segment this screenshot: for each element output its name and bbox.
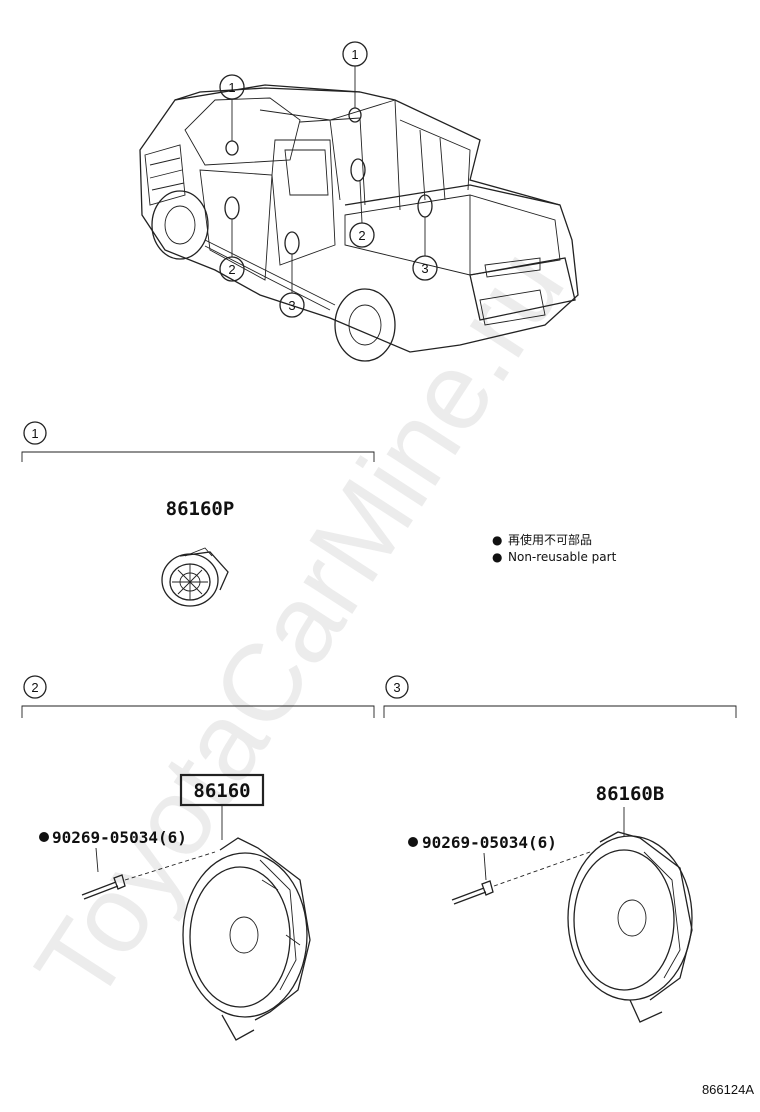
svg-text:3: 3 — [288, 298, 295, 313]
part-number-86160P[interactable]: 86160P — [166, 498, 235, 520]
tweeter-location-front — [225, 140, 239, 156]
callout-1-front: 1 — [219, 74, 245, 100]
section-3-bracket — [383, 705, 737, 718]
watermark: ToyotaCarMine.ru — [12, 228, 588, 1023]
section-2: 2 86160 90269-05034(6) — [21, 675, 375, 1041]
bolt-front — [81, 874, 126, 900]
callout-3-right: 3 — [412, 255, 438, 281]
front-speaker-location-right — [350, 158, 366, 182]
bolt-label-front[interactable]: 90269-05034(6) — [52, 828, 187, 847]
callout-3-left: 3 — [279, 292, 305, 318]
callout-2-left: 2 — [219, 256, 245, 282]
section-1: 1 86160P — [21, 421, 375, 607]
svg-text:2: 2 — [228, 262, 235, 277]
legend-bullet-jp: ● — [492, 533, 502, 547]
callout-1-rear: 1 — [342, 41, 368, 67]
part-number-86160[interactable]: 86160 — [193, 780, 250, 802]
section-3-number: 3 — [393, 680, 400, 695]
front-door-speaker-image — [182, 837, 311, 1041]
bolt-label-rear[interactable]: 90269-05034(6) — [422, 833, 557, 852]
section-2-number: 2 — [31, 680, 38, 695]
bolt-rear — [451, 880, 494, 905]
svg-text:1: 1 — [228, 80, 235, 95]
section-2-bracket — [21, 705, 375, 718]
tweeter-location-rear — [348, 107, 362, 123]
section-1-number: 1 — [31, 426, 38, 441]
non-reusable-bullet-icon — [39, 832, 49, 842]
part-number-86160B[interactable]: 86160B — [596, 783, 665, 805]
section-3: 3 86160B 90269-05034(6) — [383, 675, 737, 1023]
non-reusable-bullet-icon-2 — [408, 837, 418, 847]
svg-text:1: 1 — [351, 47, 358, 62]
legend-bullet-en: ● — [492, 550, 502, 564]
rear-speaker-location-left — [284, 231, 300, 255]
section-1-bracket — [21, 451, 375, 462]
legend-text-jp: 再使用不可部品 — [508, 532, 592, 547]
callout-leaders — [231, 66, 426, 293]
legend-text-en: Non-reusable part — [508, 550, 617, 564]
rear-door-speaker-image — [567, 831, 693, 1023]
front-speaker-location-left — [224, 196, 240, 220]
figure-reference: 866124A — [702, 1082, 754, 1097]
svg-text:2: 2 — [358, 228, 365, 243]
tweeter-part-image — [161, 547, 229, 607]
speaker-location-markers — [224, 107, 433, 255]
callout-2-right: 2 — [349, 222, 375, 248]
legend: ● 再使用不可部品 ● Non-reusable part — [492, 532, 617, 564]
truck-illustration — [139, 84, 579, 362]
svg-text:3: 3 — [421, 261, 428, 276]
